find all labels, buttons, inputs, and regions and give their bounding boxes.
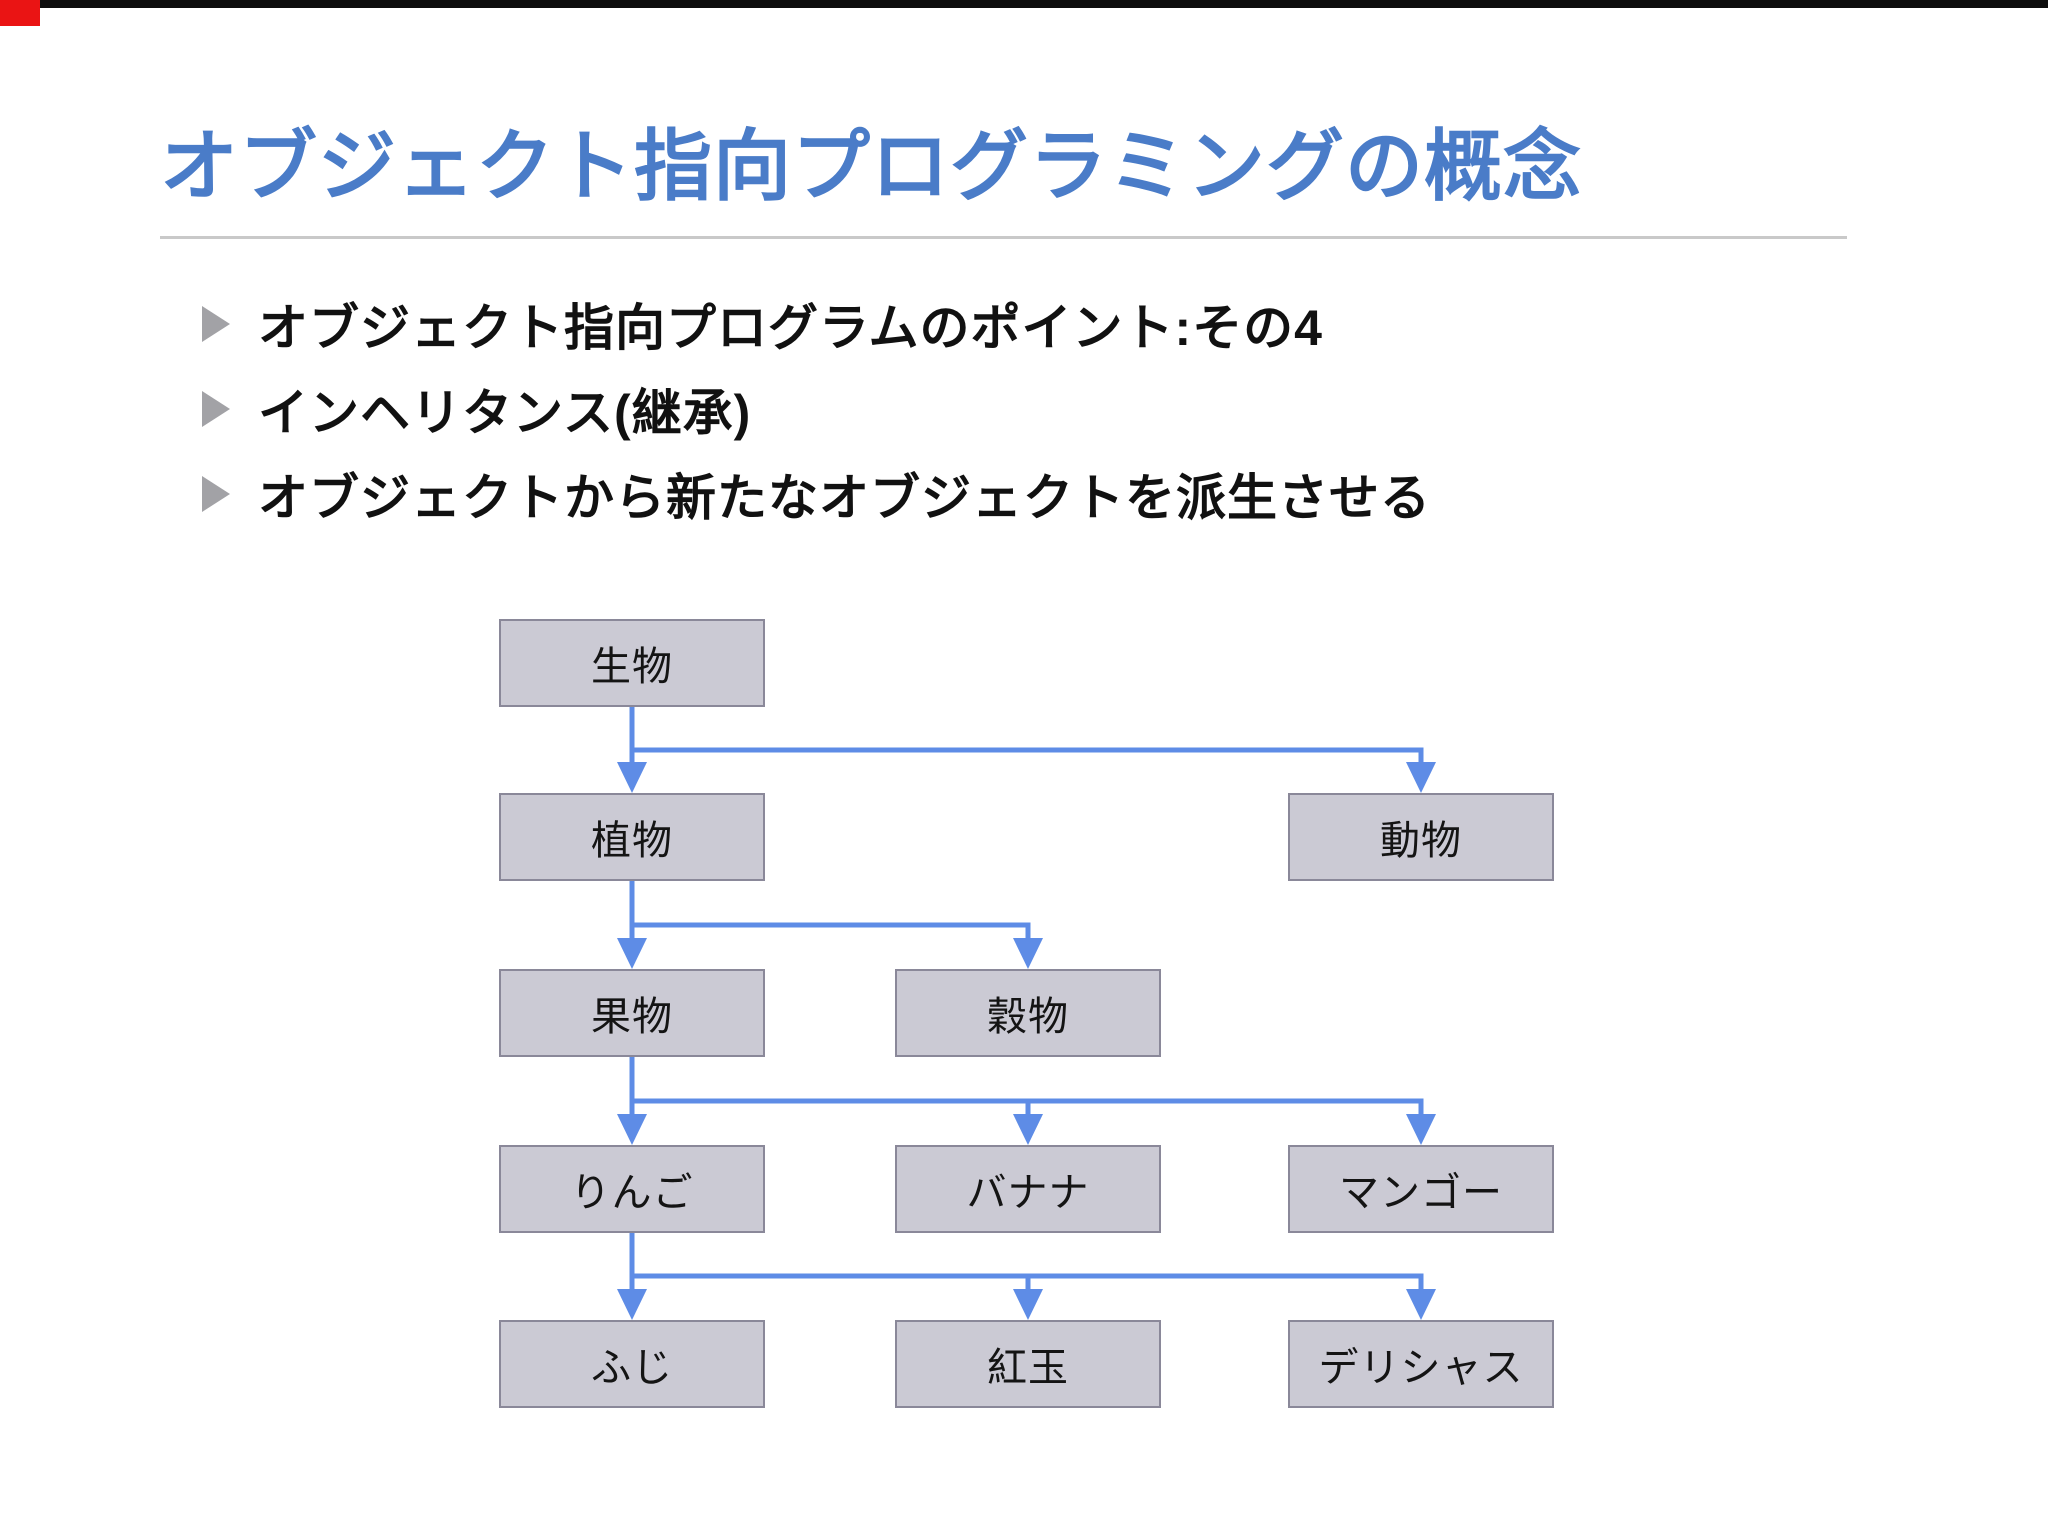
red-corner-marker [0,0,40,26]
tree-node-animal: 動物 [1288,793,1554,881]
bullet-text: インヘリタンス(継承) [258,385,752,441]
node-label: 紅玉 [987,1346,1069,1390]
tree-node-fruit: 果物 [499,969,765,1057]
connector-fruit-children [629,1057,1424,1115]
tree-node-organism: 生物 [499,619,765,707]
bullet-text: オブジェクトから新たなオブジェクトを派生させる [258,470,1431,526]
tree-node-plant: 植物 [499,793,765,881]
arrowhead-fruit [617,938,647,969]
arrowhead-banana [1013,1114,1043,1145]
connector-organism-children [629,707,1424,763]
bullet-item: オブジェクトから新たなオブジェクトを派生させる [160,462,1431,526]
bullet-item: オブジェクト指向プログラムのポイント:その4 [160,292,1431,356]
node-label: 動物 [1380,819,1462,863]
node-label: 穀物 [987,995,1069,1039]
tree-node-kogyoku: 紅玉 [895,1320,1161,1408]
bullet-triangle-icon [202,476,230,512]
node-label: 植物 [591,819,673,863]
arrowhead-delicious [1406,1289,1436,1320]
node-label: バナナ [966,1171,1090,1215]
arrowhead-apple [617,1114,647,1145]
arrowhead-animal [1406,762,1436,793]
node-label: マンゴー [1339,1171,1503,1215]
bullet-triangle-icon [202,391,230,427]
node-label: デリシャス [1318,1346,1524,1390]
tree-node-grain: 穀物 [895,969,1161,1057]
node-label: りんご [570,1171,694,1215]
bullet-text: オブジェクト指向プログラムのポイント:その4 [258,300,1323,356]
title-underline [160,236,1847,239]
arrowhead-kogyoku [1013,1289,1043,1320]
tree-node-fuji: ふじ [499,1320,765,1408]
slide-title: オブジェクト指向プログラミングの概念 [160,122,1583,210]
tree-node-apple: りんご [499,1145,765,1233]
node-label: 果物 [591,995,673,1039]
tree-node-delicious: デリシャス [1288,1320,1554,1408]
node-label: 生物 [591,645,673,689]
connector-plant-children [629,881,1031,939]
connector-apple-children [629,1233,1424,1290]
tree-node-mango: マンゴー [1288,1145,1554,1233]
bullet-list: オブジェクト指向プログラムのポイント:その4 インヘリタンス(継承) オブジェク… [160,292,1431,547]
node-label: ふじ [591,1346,673,1390]
arrowhead-plant [617,762,647,793]
tree-node-banana: バナナ [895,1145,1161,1233]
bullet-item: インヘリタンス(継承) [160,377,1431,441]
arrowhead-grain [1013,938,1043,969]
bullet-triangle-icon [202,306,230,342]
arrowhead-fuji [617,1289,647,1320]
arrowhead-mango [1406,1114,1436,1145]
top-edge-strip [0,0,2048,8]
